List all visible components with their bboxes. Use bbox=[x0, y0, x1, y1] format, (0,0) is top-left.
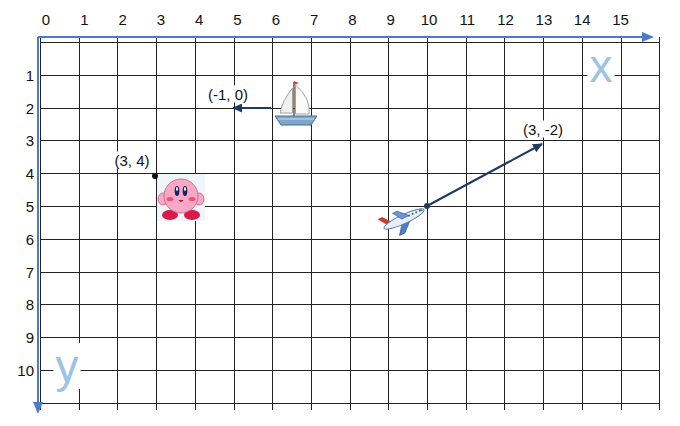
y-axis bbox=[37, 37, 39, 412]
grid-line bbox=[504, 37, 505, 410]
vector-label: (3, -2) bbox=[521, 121, 565, 138]
y-tick-label: 9 bbox=[26, 330, 34, 345]
kirby-sprite bbox=[157, 174, 205, 221]
sailboat-sprite bbox=[296, 85, 310, 114]
airplane-sprite bbox=[419, 208, 423, 212]
x-tick-label: 3 bbox=[157, 12, 165, 27]
y-tick-label: 5 bbox=[26, 199, 34, 214]
kirby-sprite bbox=[167, 197, 174, 201]
grid-line bbox=[659, 37, 660, 410]
grid-line bbox=[582, 37, 583, 410]
vector-label: (3, 4) bbox=[112, 152, 151, 169]
x-tick-label: 0 bbox=[42, 12, 50, 27]
grid-line bbox=[40, 173, 659, 174]
point-dot bbox=[152, 173, 158, 179]
sailboat-sprite bbox=[275, 116, 317, 125]
grid-line bbox=[40, 37, 41, 410]
grid-line bbox=[40, 75, 659, 76]
kirby-sprite bbox=[189, 197, 196, 201]
airplane-sprite bbox=[415, 211, 418, 214]
airplane-sprite bbox=[408, 214, 411, 217]
vector-label: (-1, 0) bbox=[206, 86, 250, 103]
sailboat-sprite bbox=[275, 81, 317, 125]
x-tick-label: 5 bbox=[233, 12, 241, 27]
grid-line bbox=[156, 37, 157, 410]
sailboat-sprite bbox=[294, 81, 299, 85]
kirby-sprite bbox=[175, 186, 180, 196]
vector-arrow bbox=[427, 144, 542, 206]
x-axis bbox=[38, 36, 652, 38]
grid-line bbox=[40, 304, 659, 305]
grid-line bbox=[543, 37, 544, 410]
x-tick-label: 11 bbox=[460, 12, 476, 27]
axis-name: x bbox=[588, 43, 615, 89]
grid-line bbox=[311, 37, 312, 410]
kirby-sprite bbox=[176, 187, 178, 191]
airplane-sprite bbox=[382, 206, 426, 233]
grid-line bbox=[350, 37, 351, 410]
sailboat-sprite bbox=[278, 119, 314, 120]
kirby-sprite bbox=[179, 200, 184, 202]
grid-line bbox=[40, 337, 659, 338]
kirby-sprite bbox=[184, 187, 186, 191]
y-tick-label: 8 bbox=[26, 297, 34, 312]
grid-line bbox=[40, 272, 659, 273]
axis-name: y bbox=[54, 343, 81, 389]
grid-line bbox=[117, 37, 118, 410]
kirby-sprite bbox=[183, 186, 188, 196]
y-tick-label: 7 bbox=[26, 264, 34, 279]
x-tick-label: 12 bbox=[497, 12, 514, 27]
y-tick-label: 6 bbox=[26, 231, 34, 246]
grid-line bbox=[195, 37, 196, 410]
point-dot bbox=[424, 203, 430, 209]
x-tick-label: 6 bbox=[272, 12, 280, 27]
grid-line bbox=[40, 42, 659, 43]
grid-lines bbox=[40, 37, 660, 410]
x-tick-label: 13 bbox=[536, 12, 553, 27]
y-tick-label: 2 bbox=[26, 100, 34, 115]
y-tick-label: 3 bbox=[26, 133, 34, 148]
grid-line bbox=[40, 403, 659, 404]
y-tick-label: 10 bbox=[17, 363, 34, 378]
x-tick-label: 4 bbox=[195, 12, 203, 27]
vector-arrow bbox=[233, 107, 271, 109]
sailboat-sprite bbox=[293, 82, 295, 117]
x-tick-label: 1 bbox=[80, 12, 88, 27]
x-tick-label: 14 bbox=[574, 12, 591, 27]
grid-line bbox=[40, 370, 659, 371]
y-tick-label: 4 bbox=[26, 166, 34, 181]
x-tick-label: 10 bbox=[421, 12, 438, 27]
airplane-sprite bbox=[393, 207, 409, 221]
sailboat-sprite bbox=[280, 88, 293, 113]
x-tick-label: 2 bbox=[118, 12, 126, 27]
grid-line bbox=[40, 206, 659, 207]
airplane-sprite bbox=[411, 213, 414, 216]
grid-line bbox=[466, 37, 467, 410]
y-tick-label: 1 bbox=[26, 67, 34, 82]
grid-line bbox=[40, 108, 659, 109]
grid-line bbox=[40, 239, 659, 240]
x-tick-label: 7 bbox=[310, 12, 318, 27]
x-tick-label: 8 bbox=[348, 12, 356, 27]
grid-line bbox=[40, 140, 659, 141]
grid-line bbox=[272, 37, 273, 410]
grid-line bbox=[427, 37, 428, 410]
grid-line bbox=[621, 37, 622, 410]
airplane-sprite bbox=[378, 200, 430, 241]
kirby-sprite bbox=[164, 179, 198, 213]
x-tick-label: 15 bbox=[612, 12, 629, 27]
kirby-sprite bbox=[157, 174, 205, 221]
x-tick-label: 9 bbox=[387, 12, 395, 27]
